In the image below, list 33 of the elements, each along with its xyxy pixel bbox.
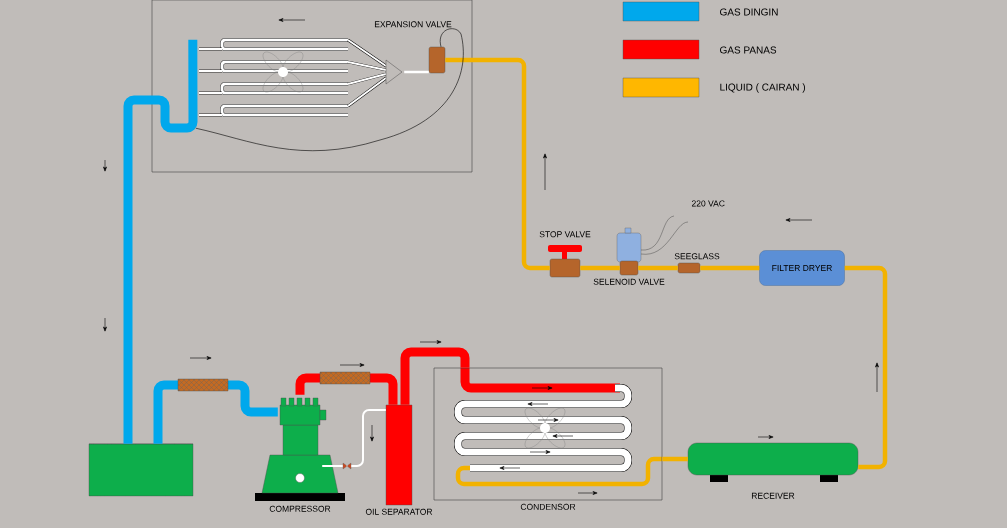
filter-dryer: FILTER DRYER [759, 250, 845, 286]
node-label: RECEIVER [751, 492, 795, 499]
capillary-tube [195, 28, 464, 151]
legend-label: LIQUID ( CAIRAN ) [720, 83, 806, 93]
sight-glass: SEEGLASS [674, 253, 720, 274]
evaporator-housing [151, 0, 473, 173]
solenoid-valve: SELENOID VALVE [593, 260, 665, 285]
legend-label: GAS PANAS [720, 46, 777, 54]
receiver-tank: RECEIVER [687, 442, 859, 499]
node-label: EXPANSION VALVE [374, 21, 452, 28]
legend-label: GAS DINGIN [720, 8, 778, 16]
node-label: STOP VALVE [539, 231, 591, 238]
evaporator-coil-drawing [198, 38, 403, 117]
pipe [400, 347, 470, 405]
accumulator-tank [88, 443, 194, 497]
tube [321, 409, 387, 467]
voltage-label: 220 VAC [691, 200, 725, 207]
node-label: SEEGLASS [674, 253, 720, 260]
pipe [123, 39, 198, 444]
condenser-housing: CONDENSOR [433, 367, 663, 510]
stop-valve: STOP VALVE [539, 231, 591, 278]
pipe [638, 265, 678, 271]
compressor: COMPRESSOR [269, 505, 331, 512]
pipe [700, 265, 760, 271]
tube [404, 70, 429, 74]
pipe [662, 456, 688, 462]
pipe [844, 265, 888, 470]
pipe [580, 265, 620, 271]
node-label: SELENOID VALVE [593, 278, 665, 285]
expansion-valve: EXPANSION VALVE [374, 21, 452, 74]
oil-separator: OIL SEPARATOR [365, 404, 433, 515]
node-label: CONDENSOR [520, 503, 576, 510]
pipe [445, 57, 550, 271]
